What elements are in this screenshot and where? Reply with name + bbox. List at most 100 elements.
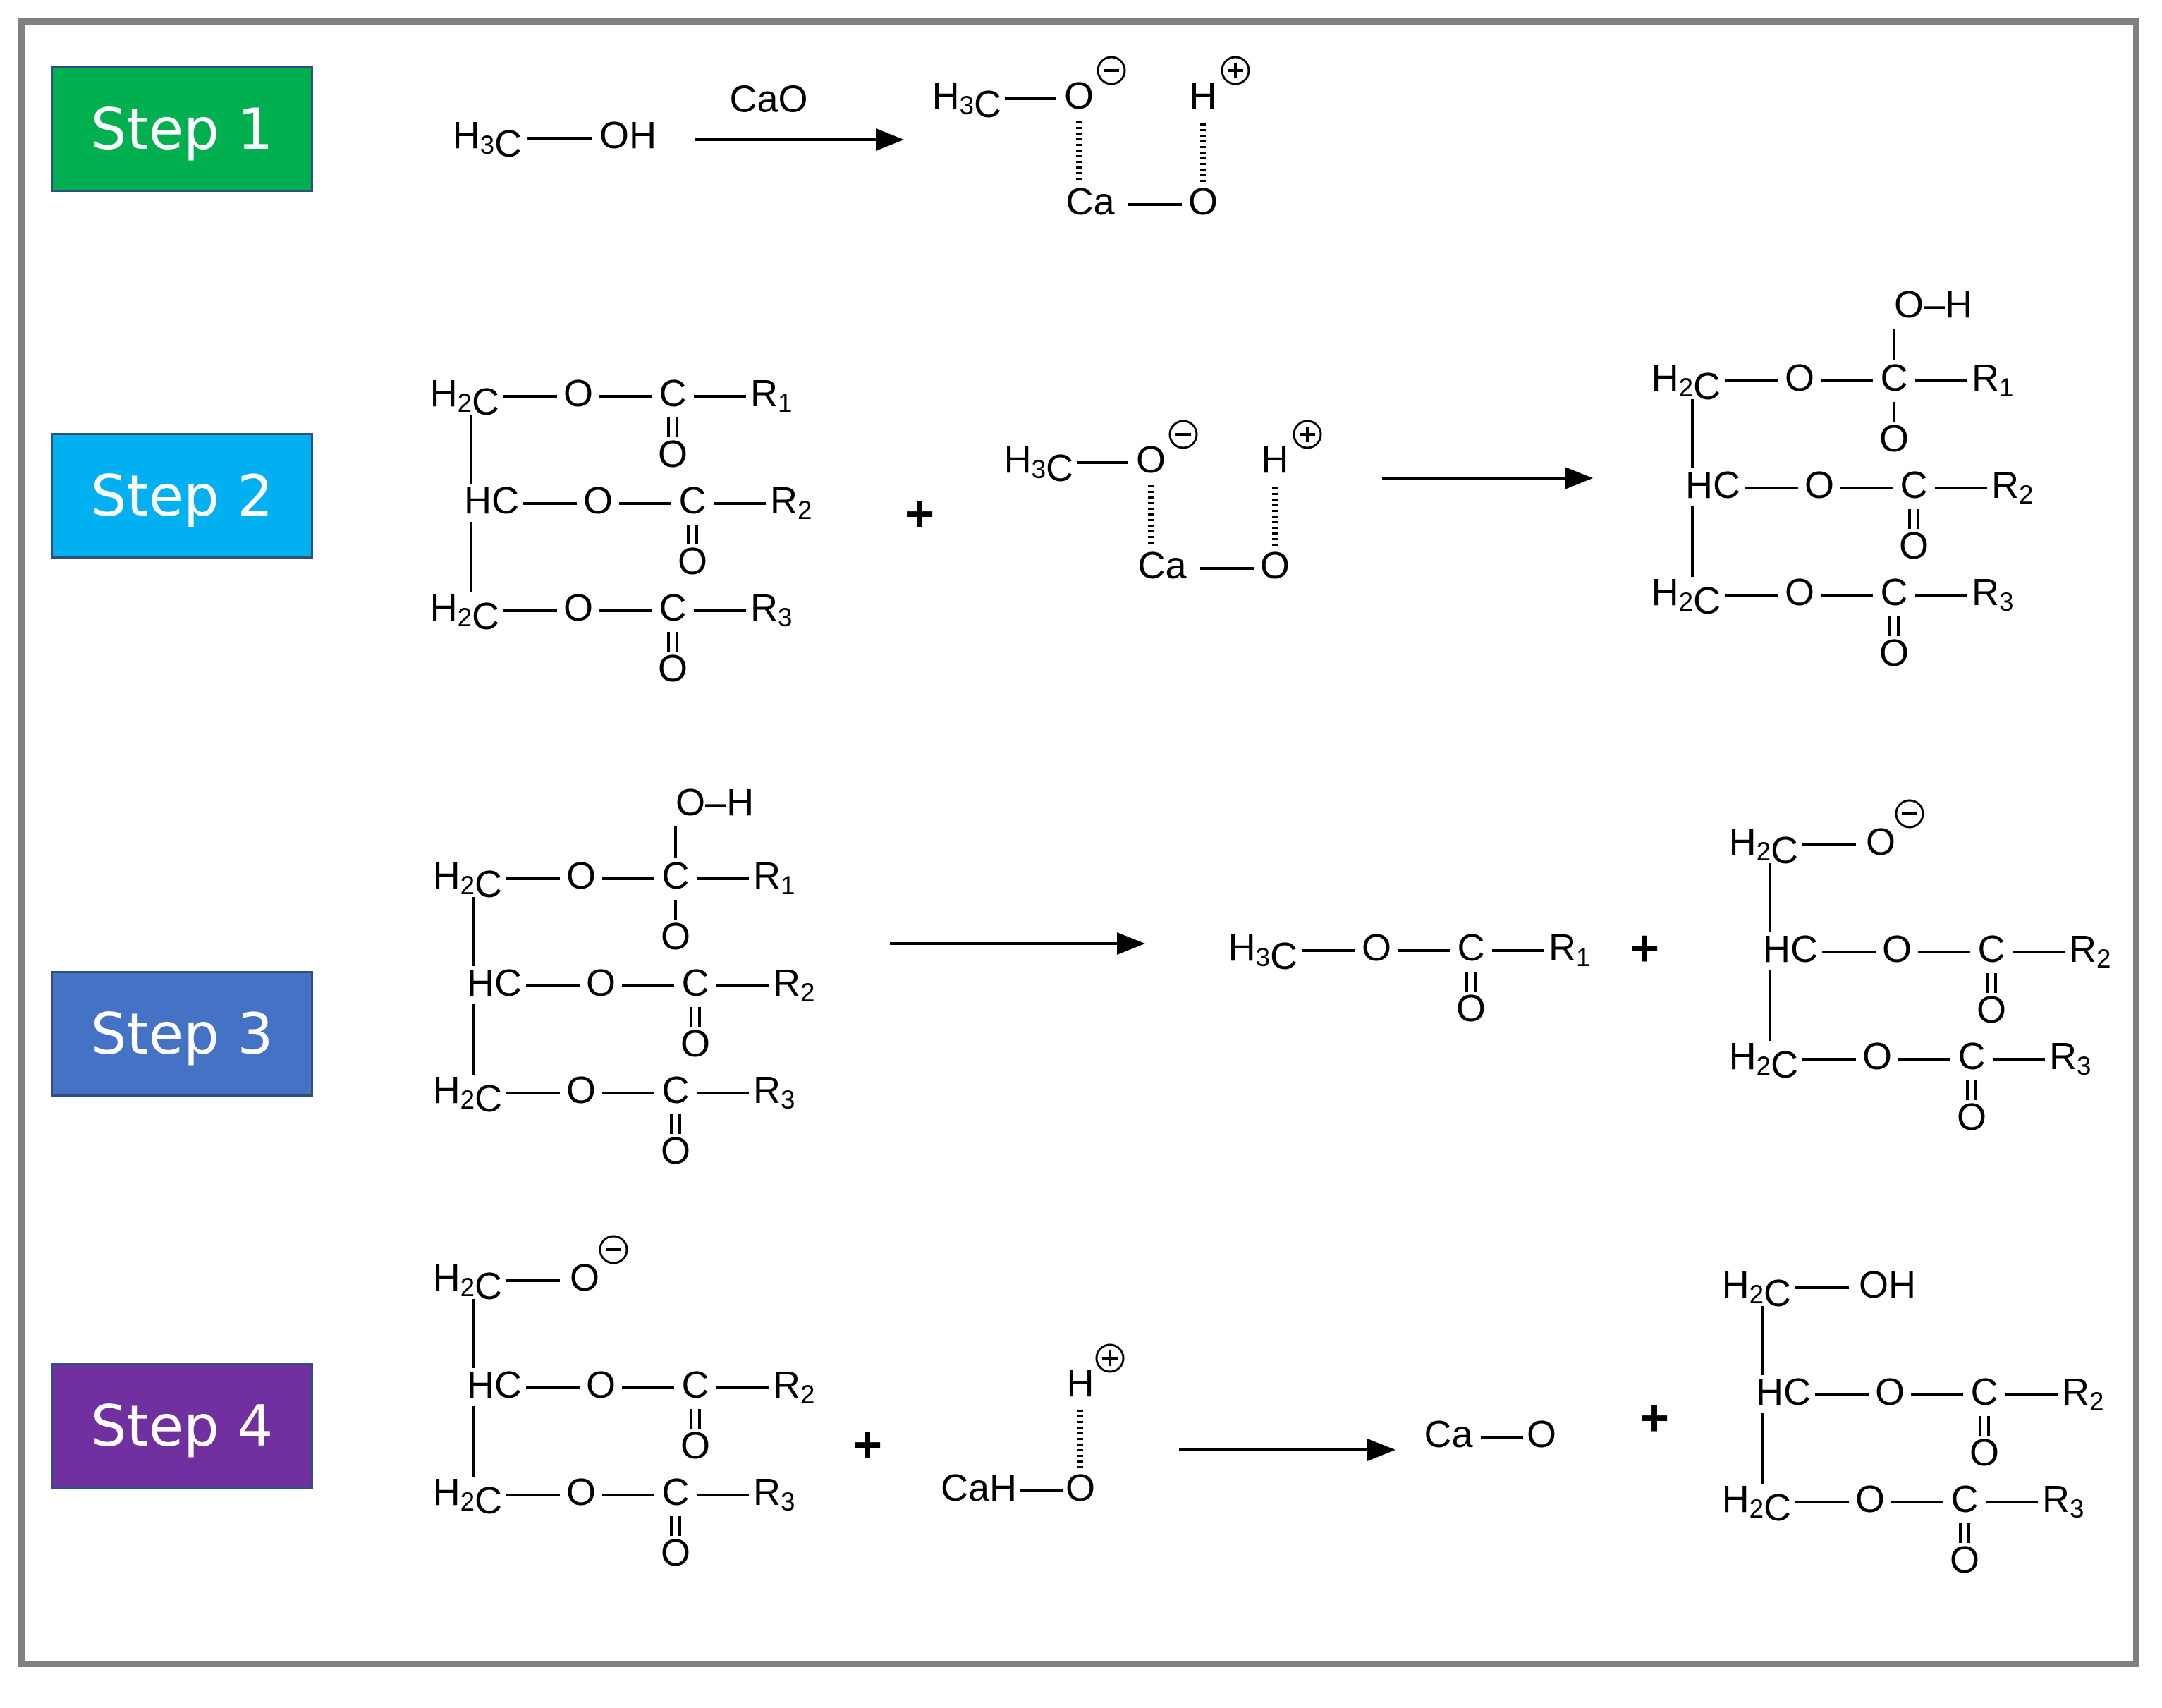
r-group-label: R2: [2062, 1371, 2103, 1415]
hydroxyl-label: O–H: [1894, 283, 1972, 326]
carbon-label: C: [679, 480, 707, 522]
r-group-label: R2: [770, 480, 812, 524]
carbon-label: C: [1958, 1035, 1986, 1078]
oxygen-label: O: [1804, 464, 1834, 506]
step-3-plus: +: [1630, 920, 1659, 977]
oxygen-label: O: [1064, 75, 1094, 117]
oxygen-label: O: [1785, 357, 1814, 399]
r-group-label: R2: [1991, 464, 2033, 508]
carbon-label: H2C: [433, 1257, 502, 1307]
methanol-hydroxyl: OH: [599, 114, 656, 157]
r-group-label: R1: [753, 855, 795, 899]
carbon-label: C: [1971, 1371, 1998, 1413]
oxygen-label: O: [586, 962, 616, 1004]
carbonyl-oxygen: O: [658, 433, 688, 475]
carbonyl-oxygen: O: [680, 1023, 710, 1065]
carbon-label: HC: [1756, 1371, 1811, 1413]
positive-charge-icon: [1221, 56, 1250, 85]
step-1-label: Step 1: [51, 66, 313, 192]
carbon-label: C: [682, 962, 709, 1004]
r-group-label: R2: [773, 1364, 814, 1408]
carbon-label: H2C: [1722, 1478, 1791, 1529]
step-4-label: Step 4: [51, 1363, 313, 1489]
oxygen-label: O: [1875, 1371, 1905, 1413]
carbonyl-oxygen: O: [1969, 1432, 1999, 1474]
negative-charge-icon: [1097, 56, 1126, 85]
carbon-label: H2C: [433, 855, 502, 905]
r-group-label: R2: [2069, 928, 2111, 972]
oxygen-label: O: [566, 1471, 596, 1513]
carbon-label: C: [1881, 357, 1908, 399]
oxygen-label: O: [1260, 544, 1290, 587]
carbonyl-oxygen: O: [678, 540, 707, 582]
oxygen-label: O: [586, 1364, 616, 1406]
r-group-label: R1: [750, 372, 792, 417]
hydroxyl-label: O–H: [676, 781, 754, 824]
oxygen-label: O: [566, 1069, 596, 1111]
carbon-label: H2C: [1729, 821, 1798, 872]
oxygen-label: O: [1527, 1413, 1556, 1456]
carbon-label: C: [1458, 927, 1485, 969]
carbon-label: H2C: [433, 1069, 502, 1120]
hydrogen-label: H: [1190, 75, 1217, 117]
carbonyl-oxygen: O: [661, 1532, 690, 1574]
r-group-label: R1: [1549, 927, 1590, 971]
calcium-label: Ca: [1424, 1413, 1473, 1456]
methyl-label: H3C: [932, 75, 1001, 126]
carbon-label: C: [1951, 1478, 1979, 1520]
carbon-label: H2C: [433, 1471, 502, 1522]
alkoxide-oxygen: O: [661, 915, 690, 958]
r-group-label: R3: [1972, 571, 2013, 616]
carbonyl-oxygen: O: [1456, 987, 1486, 1030]
step-4-plus: +: [853, 1417, 882, 1473]
carbonyl-oxygen: O: [1879, 632, 1909, 674]
carbon-label: HC: [467, 962, 522, 1004]
oxygen-label: O: [1136, 439, 1166, 481]
step-2-plus: +: [905, 486, 934, 542]
oxygen-label: O: [1862, 1035, 1892, 1078]
carbon-label: C: [659, 587, 687, 629]
catalyst-label: CaO: [729, 78, 807, 120]
carbon-label: HC: [464, 480, 519, 522]
carbon-label: C: [682, 1364, 709, 1406]
carbonyl-oxygen: O: [1957, 1096, 1986, 1138]
carbon-label: H2C: [1651, 571, 1721, 622]
carbon-label: C: [1881, 571, 1908, 614]
oxygen-label: O: [1855, 1478, 1885, 1520]
carbon-label: HC: [1763, 928, 1818, 970]
carbonyl-oxygen: O: [658, 647, 688, 690]
step-2-label: Step 2: [51, 433, 313, 559]
r-group-label: R3: [750, 587, 792, 631]
carbonyl-oxygen: O: [680, 1425, 710, 1467]
positive-charge-icon: [1095, 1343, 1125, 1373]
r-group-label: R2: [773, 962, 814, 1006]
carbon-label: H2C: [430, 587, 499, 638]
oxygen-label: O: [1785, 571, 1814, 614]
carbon-label: H2C: [1729, 1035, 1798, 1086]
carbon-label: H2C: [430, 372, 499, 423]
negative-charge-icon: [599, 1235, 628, 1264]
negative-charge-icon: [1168, 420, 1198, 449]
carbonyl-oxygen: O: [661, 1130, 690, 1172]
step-3-label: Step 3: [51, 971, 313, 1097]
oxygen-label: O: [583, 480, 613, 522]
oxygen-label: O: [563, 372, 593, 415]
carbonyl-oxygen: O: [1899, 525, 1929, 567]
carbon-label: H3C: [1228, 927, 1297, 977]
carbon-label: HC: [467, 1364, 522, 1406]
alkoxide-oxygen: O: [1879, 417, 1909, 460]
oxygen-label: O: [563, 587, 593, 629]
carbon-label: C: [1900, 464, 1928, 506]
oxygen-label: O: [1065, 1467, 1095, 1509]
negative-charge-icon: [1895, 799, 1924, 829]
carbon-label: C: [662, 855, 690, 897]
carbon-label: C: [659, 372, 687, 415]
oxygen-label: O: [1362, 927, 1391, 969]
oxygen-label: OH: [1859, 1264, 1916, 1306]
carbon-label: C: [662, 1471, 690, 1513]
carbon-label: C: [662, 1069, 690, 1111]
methyl-label: H3C: [1004, 439, 1073, 489]
oxygen-label: O: [1188, 181, 1218, 223]
diagram-frame: [18, 18, 2139, 1667]
